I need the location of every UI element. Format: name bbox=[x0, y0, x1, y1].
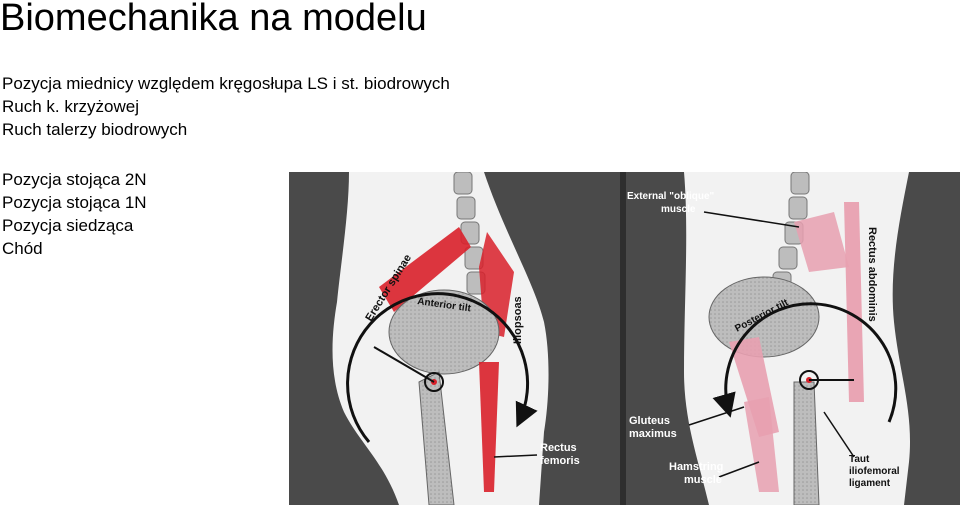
position-line: Pozycja stojąca 2N bbox=[2, 170, 147, 189]
rectus-abdominis-label: Rectus abdominis bbox=[866, 227, 878, 322]
left-pointer-line bbox=[373, 346, 435, 383]
slide-title: Biomechanika na modelu bbox=[0, 0, 427, 39]
rectus-femoris-label-2: femoris bbox=[540, 455, 580, 467]
hamstring-label-1: Hamstring bbox=[669, 461, 723, 473]
intro-line: Ruch talerzy biodrowych bbox=[2, 120, 188, 139]
rectus-femoris-muscle bbox=[479, 362, 499, 492]
right-femur bbox=[793, 381, 820, 505]
left-hip-joint bbox=[424, 372, 444, 392]
hamstring-label-2: muscle bbox=[684, 474, 722, 486]
intro-line: Pozycja miednicy względem kręgosłupa LS … bbox=[2, 74, 450, 93]
external-oblique-label-2: muscle bbox=[661, 204, 696, 215]
left-pelvis-bone bbox=[388, 289, 500, 375]
panel-divider bbox=[620, 172, 626, 505]
left-panel-anterior-tilt: Erector spinae Anterior tilt Iliopsoas R… bbox=[289, 172, 620, 505]
intro-text-block: Pozycja miednicy względem kręgosłupa LS … bbox=[2, 72, 450, 141]
erector-spinae-muscle bbox=[379, 227, 471, 312]
taut-ligament-label-3: ligament bbox=[849, 478, 891, 489]
rectus-femoris-label-1: Rectus bbox=[540, 442, 577, 454]
rectus-abdominis-muscle bbox=[844, 202, 864, 402]
iliopsoas-label: Iliopsoas bbox=[512, 296, 524, 344]
position-line: Pozycja siedząca bbox=[2, 216, 134, 235]
taut-ligament-label-1: Taut bbox=[849, 454, 870, 465]
pelvic-tilt-figure: Erector spinae Anterior tilt Iliopsoas R… bbox=[289, 172, 960, 505]
position-line: Chód bbox=[2, 239, 43, 258]
gluteus-maximus-label-2: maximus bbox=[629, 428, 677, 440]
positions-text-block: Pozycja stojąca 2N Pozycja stojąca 1N Po… bbox=[2, 168, 147, 260]
left-rotation-arrow bbox=[346, 292, 538, 443]
right-panel-posterior-tilt: External "oblique" muscle Rectus abdomin… bbox=[626, 172, 960, 505]
taut-ligament-label-2: iliofemoral bbox=[849, 466, 900, 477]
position-line: Pozycja stojąca 1N bbox=[2, 193, 147, 212]
right-rotation-arrow bbox=[712, 302, 898, 423]
intro-line: Ruch k. krzyżowej bbox=[2, 97, 139, 116]
external-oblique-muscle bbox=[794, 212, 849, 272]
left-femur bbox=[418, 371, 455, 505]
gluteus-maximus-label-1: Gluteus bbox=[629, 415, 670, 427]
external-oblique-label-1: External "oblique" bbox=[627, 191, 715, 202]
hamstring-muscle bbox=[744, 397, 779, 492]
left-spine bbox=[453, 172, 486, 295]
